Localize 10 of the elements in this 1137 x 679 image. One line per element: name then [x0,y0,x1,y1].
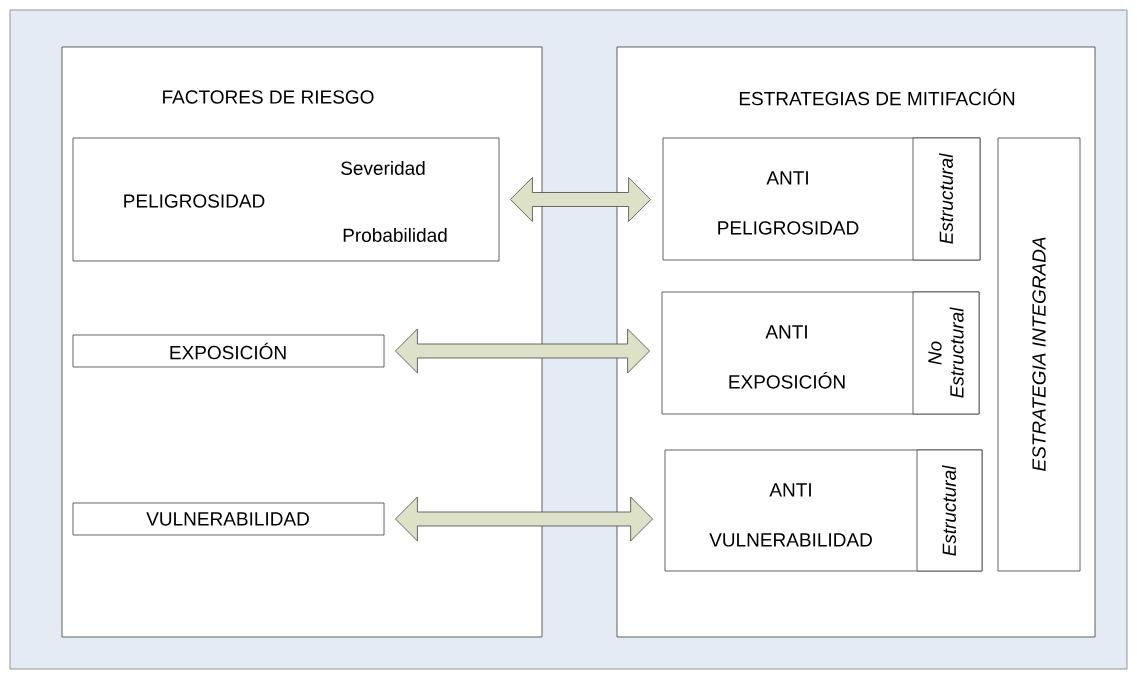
risk-factor-box: EXPOSICIÓN [72,334,385,368]
type-cell: Estructural [916,449,983,572]
double-arrow [395,328,650,374]
risk-factor-box: PELIGROSIDAD Severidad Probabilidad [72,137,500,262]
type-cell: Estructural [912,137,981,261]
integrated-strategy-box: ESTRATEGIA INTEGRADA [997,137,1081,572]
risk-factor-box: VULNERABILIDAD [72,502,385,536]
double-arrow [395,496,653,542]
double-arrow [510,177,651,222]
type-cell: No Estructural [912,291,980,415]
